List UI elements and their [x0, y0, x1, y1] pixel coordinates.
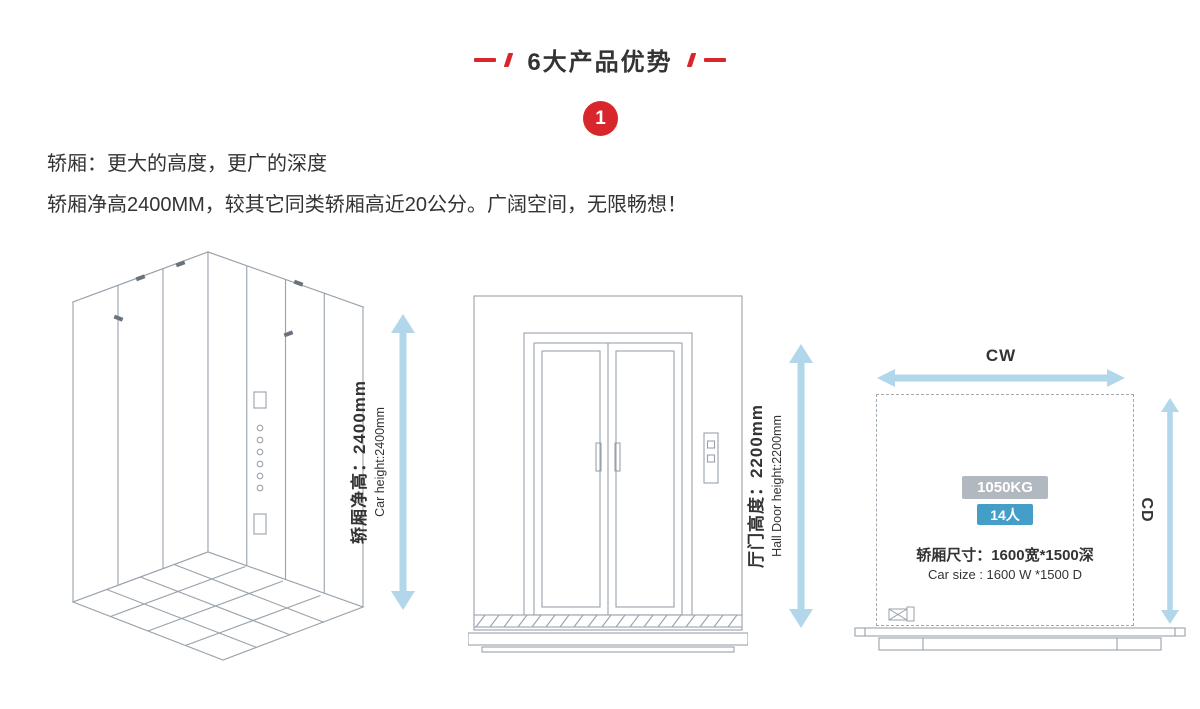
door-height-label: 厅门高度：2200mm Hall Door height:2200mm — [742, 404, 784, 568]
car-width-arrow-icon — [877, 369, 1125, 387]
car-height-label-en: Car height:2400mm — [373, 407, 387, 517]
car-height-label-cn: 轿厢净高：2400mm — [350, 379, 369, 545]
car-depth-arrow-icon — [1161, 398, 1179, 624]
hall-door-drawing — [468, 295, 748, 653]
car-width-label: CW — [985, 346, 1017, 365]
feature-headline: 轿厢：更大的高度，更广的深度 — [47, 153, 327, 175]
passenger-capacity-badge: 14人 — [977, 504, 1033, 525]
car-height-arrow-icon — [391, 314, 415, 610]
door-sill-icon — [888, 606, 915, 622]
car-size-label-cn: 轿厢尺寸：1600宽*1500深 — [916, 547, 1094, 564]
title-tick-left-icon — [504, 52, 514, 67]
car-height-label: 轿厢净高：2400mm Car height:2400mm — [345, 380, 387, 544]
ceiling-clamp-icons — [113, 260, 304, 338]
load-capacity-badge: 1050KG — [962, 476, 1048, 499]
car-plan-outline — [876, 394, 1134, 626]
title-tick-right-icon — [686, 52, 696, 67]
section-header: 6大产品优势 — [0, 42, 1200, 77]
feature-detail: 轿厢净高2400MM，较其它同类轿厢高近20公分。广阔空间，无限畅想！ — [47, 194, 688, 216]
feature-description: 轿厢：更大的高度，更广的深度 轿厢净高2400MM，较其它同类轿厢高近20公分。… — [47, 152, 687, 234]
feature-number-badge: 1 — [583, 101, 618, 136]
door-height-label-cn: 厅门高度：2200mm — [747, 403, 766, 569]
section-title: 6大产品优势 — [527, 49, 673, 76]
elevator-car-drawing — [71, 251, 365, 661]
door-height-label-en: Hall Door height:2200mm — [770, 415, 784, 557]
title-dash-left-icon — [474, 57, 497, 62]
sill-profile-drawing — [854, 627, 1186, 651]
car-depth-label: CD — [1138, 497, 1155, 523]
title-dash-right-icon — [703, 57, 726, 62]
car-size-label-en: Car size : 1600 W *1500 D — [928, 567, 1082, 582]
door-height-arrow-icon — [789, 344, 813, 628]
